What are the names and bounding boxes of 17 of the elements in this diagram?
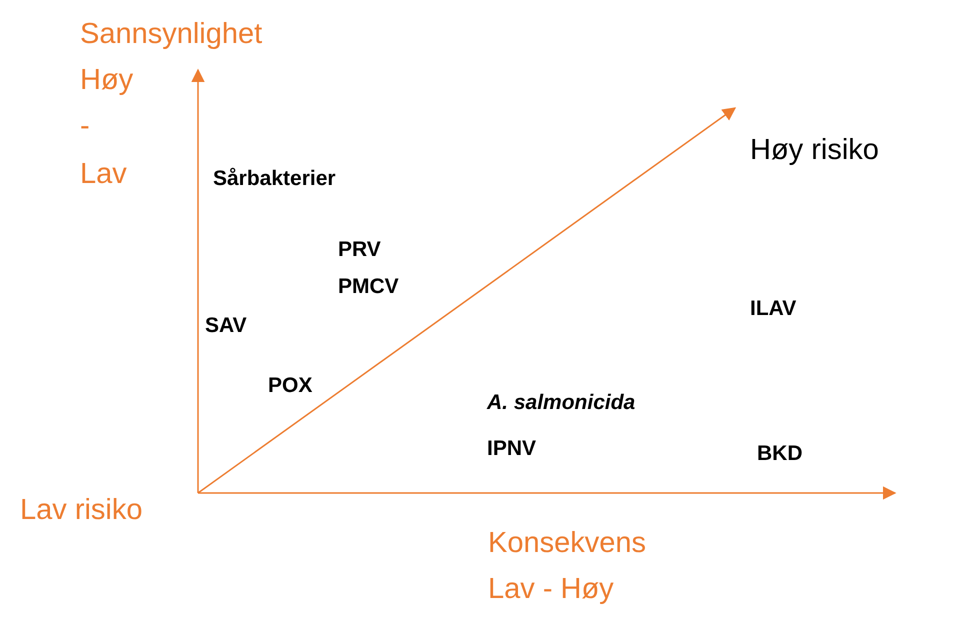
axis-label: Lav - Høy: [488, 573, 614, 606]
pathogen-label: ILAV: [750, 297, 796, 322]
axis-title: Konsekvens: [488, 527, 646, 560]
pathogen-label: Sårbakterier: [213, 167, 336, 192]
risk-label: Lav risiko: [20, 494, 142, 528]
pathogen-label: PRV: [338, 238, 381, 262]
pathogen-label: SAV: [205, 314, 247, 338]
pathogen-label: IPNV: [487, 437, 536, 462]
pathogen-label: BKD: [757, 442, 802, 466]
pathogen-label: POX: [268, 374, 312, 398]
axis-title: Sannsynlighet: [80, 18, 262, 52]
axis-label: Høy: [80, 64, 134, 98]
pathogen-label: A. salmonicida: [487, 391, 636, 416]
axis-label: -: [80, 110, 90, 144]
pathogen-label: PMCV: [338, 275, 399, 300]
risk-label: Høy risiko: [750, 134, 879, 168]
axis-label: Lav: [80, 158, 127, 192]
